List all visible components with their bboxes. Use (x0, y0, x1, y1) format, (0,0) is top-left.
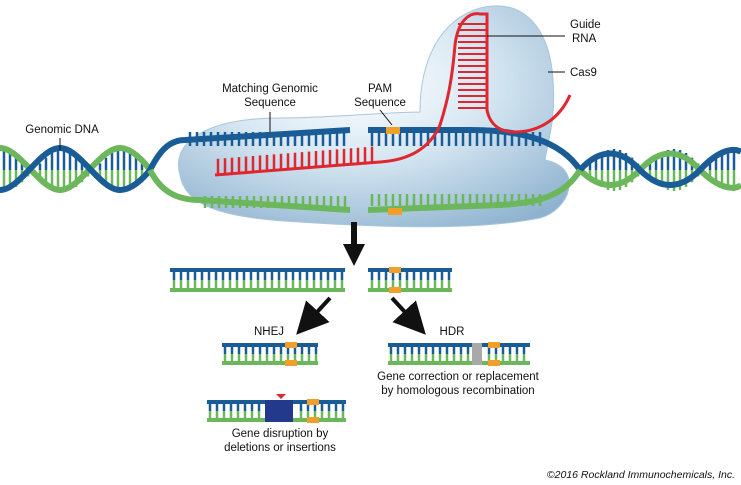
hdr-label: HDR (440, 326, 465, 338)
disrupted-dna (207, 394, 346, 423)
insertion-marker (276, 394, 286, 399)
hdr-description-1: Gene correction or replacement (377, 371, 540, 383)
pam-sequence-label: PAM (368, 83, 392, 95)
pam-mark-top (386, 127, 400, 134)
leader-lines (59, 35, 565, 150)
pam-mark-bottom (388, 208, 402, 215)
helix-left (0, 144, 153, 194)
guide-rna-label-2: RNA (572, 33, 597, 45)
guide-rna (214, 12, 572, 177)
arrow-to-nhej (296, 296, 332, 335)
guide-rna-label: Guide (570, 19, 601, 31)
arrow-to-hdr (390, 296, 426, 335)
pam-sequence-label-2: Sequence (354, 97, 406, 109)
nhej-description-2: deletions or insertions (224, 442, 336, 454)
nhej-label: NHEJ (254, 326, 284, 338)
cut-dna-left (170, 268, 345, 292)
matching-sequence-label-2: Sequence (244, 97, 296, 109)
insertion-segment (265, 400, 293, 422)
cas9-protein (178, 5, 570, 228)
hdr-dna (388, 342, 530, 366)
matching-sequence-label: Matching Genomic (222, 83, 318, 95)
down-arrow (343, 222, 365, 266)
genomic-dna-label: Genomic DNA (25, 124, 99, 136)
nhej-description-1: Gene disruption by (232, 428, 329, 440)
cut-dna-right (368, 267, 452, 293)
cas9-label: Cas9 (570, 67, 597, 79)
nhej-dna (222, 342, 318, 366)
helix-right (577, 147, 741, 191)
hdr-description-2: by homologous recombination (381, 385, 534, 397)
unwound-dna (147, 127, 583, 215)
hdr-replacement-segment (472, 343, 482, 365)
copyright: ©2016 Rockland Immunochemicals, Inc. (547, 469, 735, 481)
